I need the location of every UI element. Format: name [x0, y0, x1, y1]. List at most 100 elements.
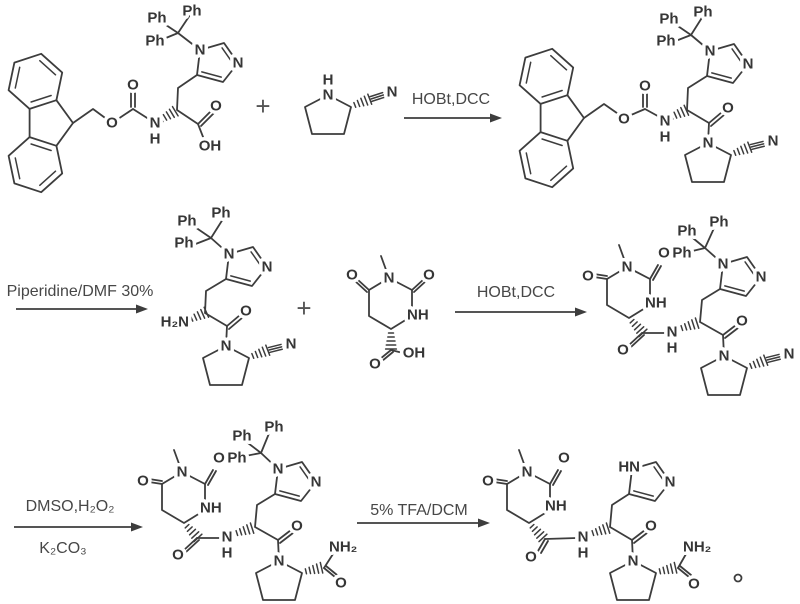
atom-label-h: H [150, 131, 161, 148]
nitrile-triple-bond [749, 140, 765, 151]
molecule-fmoc-his-trt-oh: Ph Ph Ph N N O O N H O OH [7, 0, 247, 194]
atom-label-n: N [224, 246, 235, 263]
atom-label-nh: NH [645, 295, 667, 312]
atom-label-ph: Ph [211, 205, 230, 222]
stereo-bond [234, 522, 255, 539]
atom-label-ph: Ph [227, 450, 246, 467]
atom-label-o: O [106, 115, 118, 132]
atom-label-n: N [667, 324, 678, 341]
reaction-arrow-4: DMSO,H₂O₂ K₂CO₃ [14, 498, 143, 557]
atom-label-n: N [705, 43, 716, 60]
m5-double-bonds [354, 278, 427, 362]
stereo-bond [732, 141, 753, 159]
fluorene-group [7, 52, 74, 194]
atom-label-n: N [387, 84, 398, 101]
atom-label-ph: Ph [709, 214, 728, 231]
condition-label-bottom: K₂CO₃ [39, 540, 86, 557]
stereo-bond [352, 93, 373, 111]
atom-label-o: O [618, 111, 630, 128]
atom-label-o: O [617, 342, 629, 359]
stereo-bond [657, 561, 678, 578]
stereo-bond [303, 561, 324, 578]
atom-label-o: O [137, 473, 149, 490]
atom-label-n: N [195, 42, 206, 59]
arrow-head [575, 307, 587, 317]
nitrile-triple-bond [267, 343, 283, 354]
atom-label-nh2: NH₂ [329, 539, 357, 556]
atom-label-ph: Ph [677, 223, 696, 240]
stereo-bond [679, 317, 700, 334]
dioxopyrimidine-ring [506, 449, 551, 524]
plus-sign: + [296, 293, 311, 323]
atom-label-nh: NH [200, 500, 222, 517]
atom-label-n: N [150, 115, 161, 132]
atom-label-o: O [645, 518, 657, 535]
atom-label-o: O [335, 575, 347, 592]
atom-label-ph: Ph [182, 3, 201, 20]
atom-label-ph: Ph [145, 33, 164, 50]
atom-label-n: N [743, 56, 754, 73]
atom-label-ph: Ph [147, 10, 166, 27]
atom-label-n: N [233, 55, 244, 72]
m3-bonds [583, 15, 711, 144]
condition-label: HOBt,DCC [477, 284, 555, 301]
reaction-arrow-3: HOBt,DCC [455, 284, 587, 317]
dioxopyrimidine-ring [368, 255, 413, 330]
nitrile-triple-bond [765, 353, 781, 364]
atom-label-ph: Ph [659, 11, 678, 28]
atom-label-n: N [286, 336, 297, 353]
atom-label-nh: NH [545, 498, 567, 515]
atom-label-n: N [665, 474, 676, 491]
atom-label-n: N [756, 269, 767, 286]
m1-double-bonds [130, 89, 215, 127]
atom-label-n: N [719, 348, 730, 365]
atom-label-o: O [482, 473, 494, 490]
m8-double-bonds [493, 469, 692, 578]
nitrile-triple-bond [369, 91, 385, 103]
plus-sign: + [255, 91, 270, 121]
fluorene-group [518, 47, 585, 189]
arrow-head [490, 113, 502, 123]
atom-label-h: H [578, 545, 589, 562]
condition-label: 5% TFA/DCM [370, 502, 468, 519]
molecule-dioxopyrimidine-his-trt-prolinenitrile: N O O NH O N H Ph Ph Ph N N O N N [579, 210, 798, 396]
atom-label-ph: Ph [174, 235, 193, 252]
dioxopyrimidine-ring [606, 244, 651, 319]
atom-label-n: N [221, 338, 232, 355]
m6-double-bonds [593, 264, 739, 348]
atom-label-h: H [323, 72, 334, 89]
atom-label-o: O [240, 303, 252, 320]
condition-label: Piperidine/DMF 30% [7, 283, 154, 300]
stereo-bond [158, 105, 179, 125]
molecule-fmoc-his-trt-prolinenitrile: Ph Ph Ph N N O O N H O N N [518, 0, 782, 189]
atom-label-ph: Ph [177, 213, 196, 230]
atom-label-o: O [172, 547, 184, 564]
atom-label-n: N [222, 529, 233, 546]
m7-bonds [196, 430, 334, 569]
atom-label-n: N [177, 464, 188, 481]
atom-label-n: N [660, 113, 671, 130]
atom-label-h: H [660, 129, 671, 146]
m4-double-bonds [226, 314, 243, 330]
molecule-methyl-dioxopyrimidine-acid: N O O NH O OH [343, 255, 439, 376]
atom-label-o: O [688, 576, 700, 593]
molecule-pyrrolidine-carbonitrile: H N N [304, 68, 401, 135]
atom-label-hn: HN [618, 459, 640, 476]
atom-label-o: O [346, 267, 358, 284]
arrow-head [131, 522, 143, 532]
atom-label-o: O [582, 268, 594, 285]
atom-label-n: N [273, 461, 284, 478]
atom-label-n: N [522, 464, 533, 481]
atom-label-h: H [667, 340, 678, 357]
stereo-bond [384, 332, 398, 350]
atom-label-o: O [210, 98, 222, 115]
atom-label-n: N [262, 259, 273, 276]
arrow-head [478, 518, 490, 528]
atom-label-o: O [722, 100, 734, 117]
m8-bonds [544, 493, 687, 569]
m5-bonds [390, 349, 404, 354]
atom-label-n: N [628, 553, 639, 570]
atom-label-ph: Ph [232, 428, 251, 445]
dioxopyrimidine-ring [161, 449, 206, 524]
